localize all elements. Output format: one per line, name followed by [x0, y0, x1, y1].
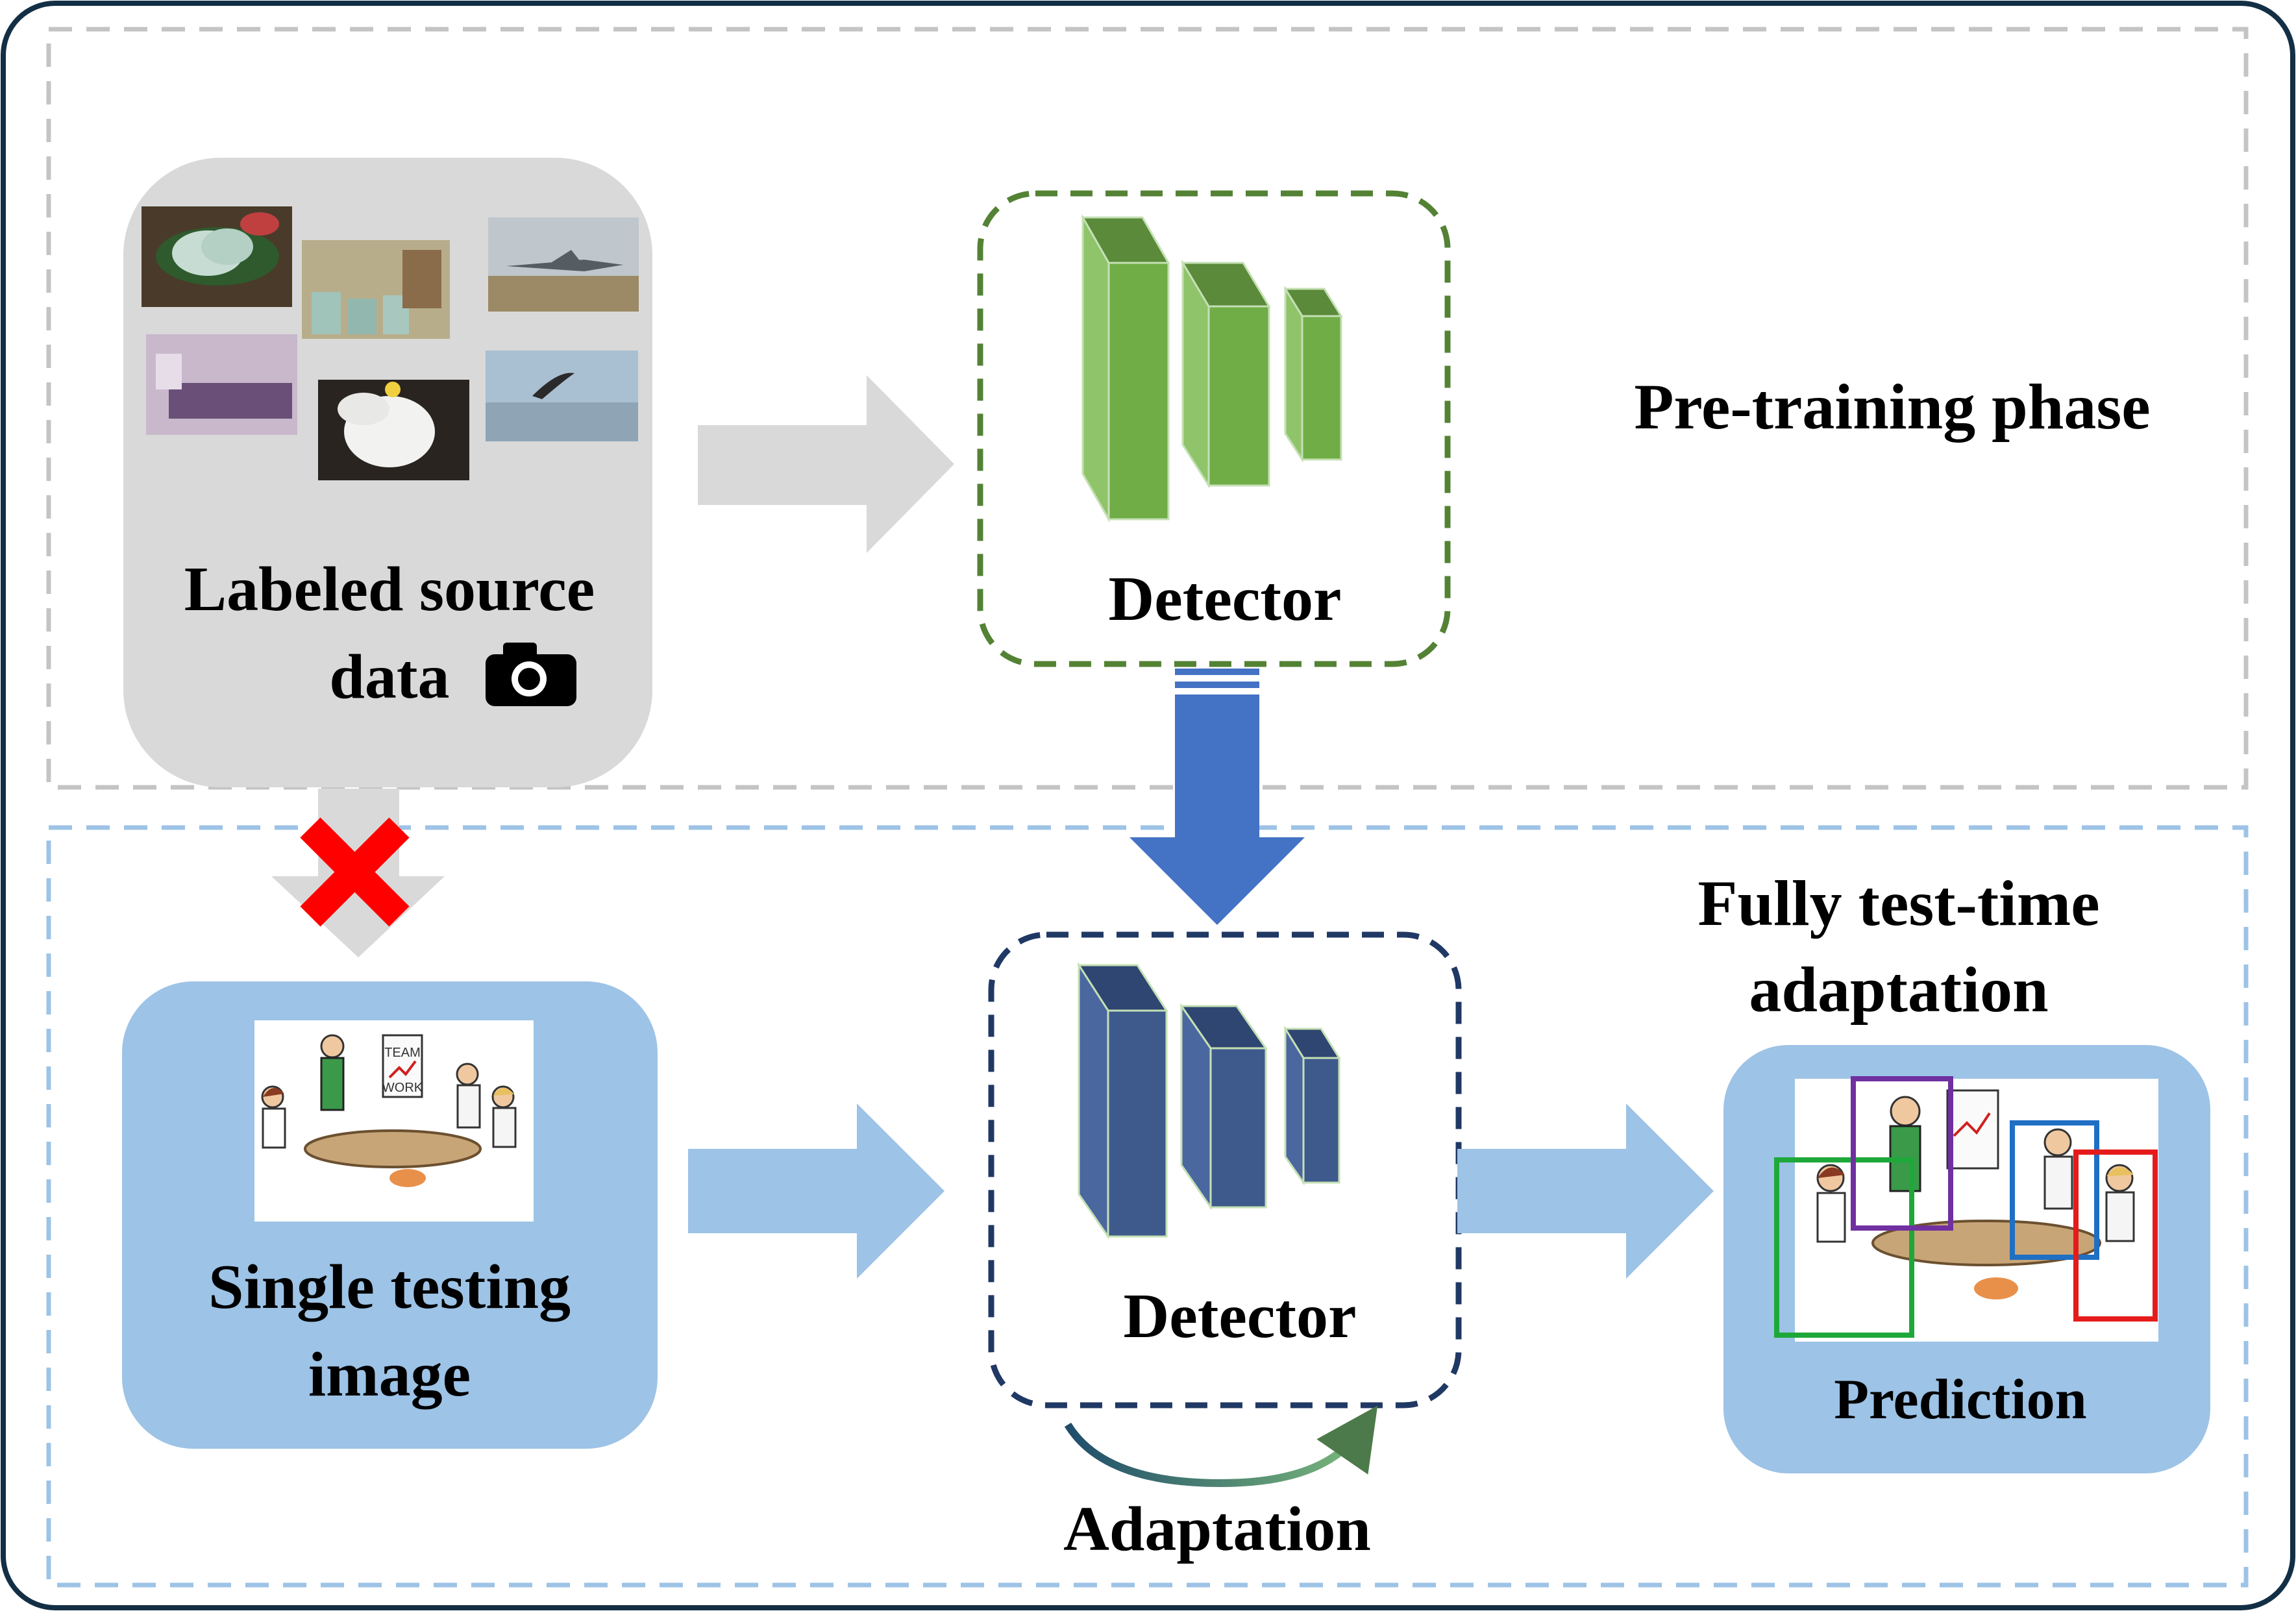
thumb-cockatoo — [318, 380, 469, 480]
adapt-detector-label: Detector — [1123, 1281, 1356, 1351]
thumb-bird-sky — [486, 350, 638, 441]
teamwork-illustration: TEAM WORK — [254, 1020, 534, 1222]
adaptation-loop-label: Adaptation — [1063, 1494, 1371, 1564]
pretraining-region — [46, 27, 2249, 790]
thumb-sofa-room — [146, 334, 297, 435]
thumb-airplane — [488, 217, 639, 312]
testing-image-label-line1: Single testing — [208, 1252, 571, 1322]
bbox-red — [2073, 1150, 2158, 1322]
prediction-label: Prediction — [1834, 1368, 2086, 1431]
testing-image-label-line2: image — [308, 1340, 471, 1410]
prediction-illustration — [1795, 1079, 2158, 1342]
pretraining-phase-label: Pre-training phase — [1634, 371, 2150, 443]
green-block-large — [1081, 214, 1170, 523]
source-data-label-line1: Labeled source — [184, 554, 595, 624]
adaptation-region — [46, 825, 2249, 1588]
navy-cnn-blocks — [1077, 961, 1341, 1240]
bbox-purple — [1851, 1076, 1953, 1231]
arrow-to-prediction — [1457, 1103, 1714, 1279]
gray-arrow-to-detector — [698, 375, 954, 553]
bounding-boxes — [1774, 1076, 2158, 1338]
green-cnn-blocks — [1081, 214, 1343, 523]
arrow-to-adapt-detector — [688, 1103, 944, 1279]
fully-tta-label-line1: Fully test-time — [1697, 867, 2099, 939]
pretrain-detector-label: Detector — [1108, 564, 1341, 634]
blue-down-arrow — [1129, 669, 1305, 925]
teamwork-poster-line1: TEAM — [384, 1046, 421, 1060]
fully-tta-label-line2: adaptation — [1749, 953, 2048, 1026]
camera-icon — [486, 643, 576, 706]
green-block-medium — [1181, 259, 1271, 489]
thumb-jars — [302, 240, 450, 339]
red-cross-icon — [300, 817, 410, 927]
navy-block-small — [1283, 1025, 1341, 1186]
thumb-succulent — [142, 206, 292, 307]
green-block-small — [1283, 285, 1343, 463]
teamwork-poster-line2: WORK — [382, 1081, 423, 1095]
bbox-blue — [2010, 1120, 2099, 1260]
adaptation-loop-arrow-icon — [1064, 1405, 1378, 1488]
navy-block-medium — [1179, 1003, 1268, 1211]
source-data-label-line2: data — [329, 642, 449, 712]
bbox-green — [1774, 1157, 1914, 1338]
navy-block-large — [1077, 961, 1168, 1240]
source-thumbnails — [142, 206, 639, 480]
